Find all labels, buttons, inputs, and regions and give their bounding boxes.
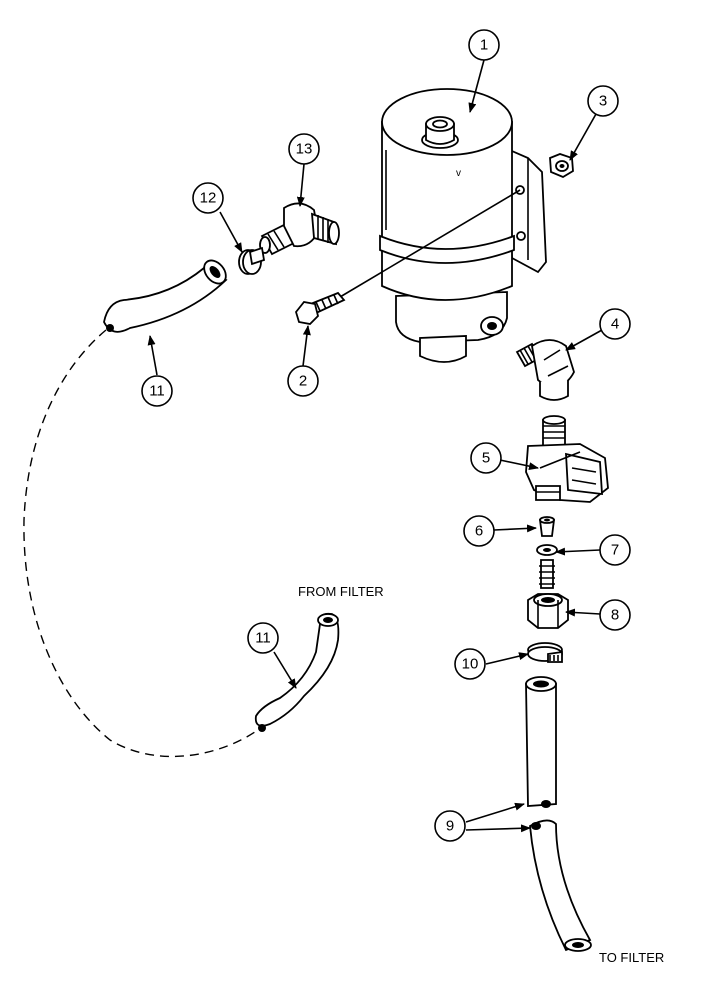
bushing-6 bbox=[538, 516, 556, 537]
callout-13: 13 bbox=[288, 133, 320, 165]
hose-9-lower bbox=[529, 819, 592, 952]
callout-13-label: 13 bbox=[296, 141, 313, 158]
callout-5: 5 bbox=[470, 442, 502, 474]
callout-3-label: 3 bbox=[599, 93, 607, 110]
callout-6: 6 bbox=[463, 515, 495, 547]
callout-2-label: 2 bbox=[299, 373, 307, 390]
hose-11-upper bbox=[103, 259, 228, 333]
filter-assembly: v bbox=[379, 88, 547, 363]
bolt-2 bbox=[295, 291, 346, 325]
callout-8-label: 8 bbox=[611, 607, 619, 624]
hose-11-lower bbox=[254, 612, 340, 732]
callout-10: 10 bbox=[454, 648, 486, 680]
callout-11b: 11 bbox=[247, 622, 279, 654]
callout-12: 12 bbox=[192, 182, 224, 214]
clamp-12 bbox=[238, 246, 266, 275]
callout-2: 2 bbox=[287, 365, 319, 397]
callout-12-label: 12 bbox=[200, 190, 217, 207]
elbow-fitting-13 bbox=[259, 202, 340, 256]
callout-5-label: 5 bbox=[482, 450, 490, 467]
to-filter-caption: TO FILTER bbox=[599, 950, 664, 965]
callout-7-label: 7 bbox=[611, 542, 619, 559]
from-filter-caption: FROM FILTER bbox=[298, 584, 384, 599]
flare-nut-8 bbox=[527, 593, 569, 629]
callout-3: 3 bbox=[587, 85, 619, 117]
callout-1: 1 bbox=[468, 29, 500, 61]
leader-lines bbox=[147, 59, 603, 833]
clamp-10 bbox=[527, 642, 563, 663]
callout-11b-label: 11 bbox=[255, 630, 271, 647]
callout-7: 7 bbox=[599, 534, 631, 566]
callout-4: 4 bbox=[599, 308, 631, 340]
nut-3 bbox=[549, 153, 574, 179]
svg-text:v: v bbox=[456, 168, 461, 179]
elbow-fitting-4 bbox=[515, 339, 575, 401]
callout-6-label: 6 bbox=[475, 523, 483, 540]
hose-9-upper bbox=[525, 676, 557, 808]
callout-11a-label: 11 bbox=[149, 383, 165, 400]
callout-9-label: 9 bbox=[446, 818, 454, 835]
callout-8: 8 bbox=[599, 599, 631, 631]
washer-barb-7 bbox=[536, 544, 558, 589]
callout-10-label: 10 bbox=[462, 656, 479, 673]
valve-5 bbox=[525, 415, 609, 503]
callout-11a: 11 bbox=[141, 375, 173, 407]
callout-9: 9 bbox=[434, 810, 466, 842]
callout-1-label: 1 bbox=[480, 37, 488, 54]
callout-4-label: 4 bbox=[611, 316, 619, 333]
